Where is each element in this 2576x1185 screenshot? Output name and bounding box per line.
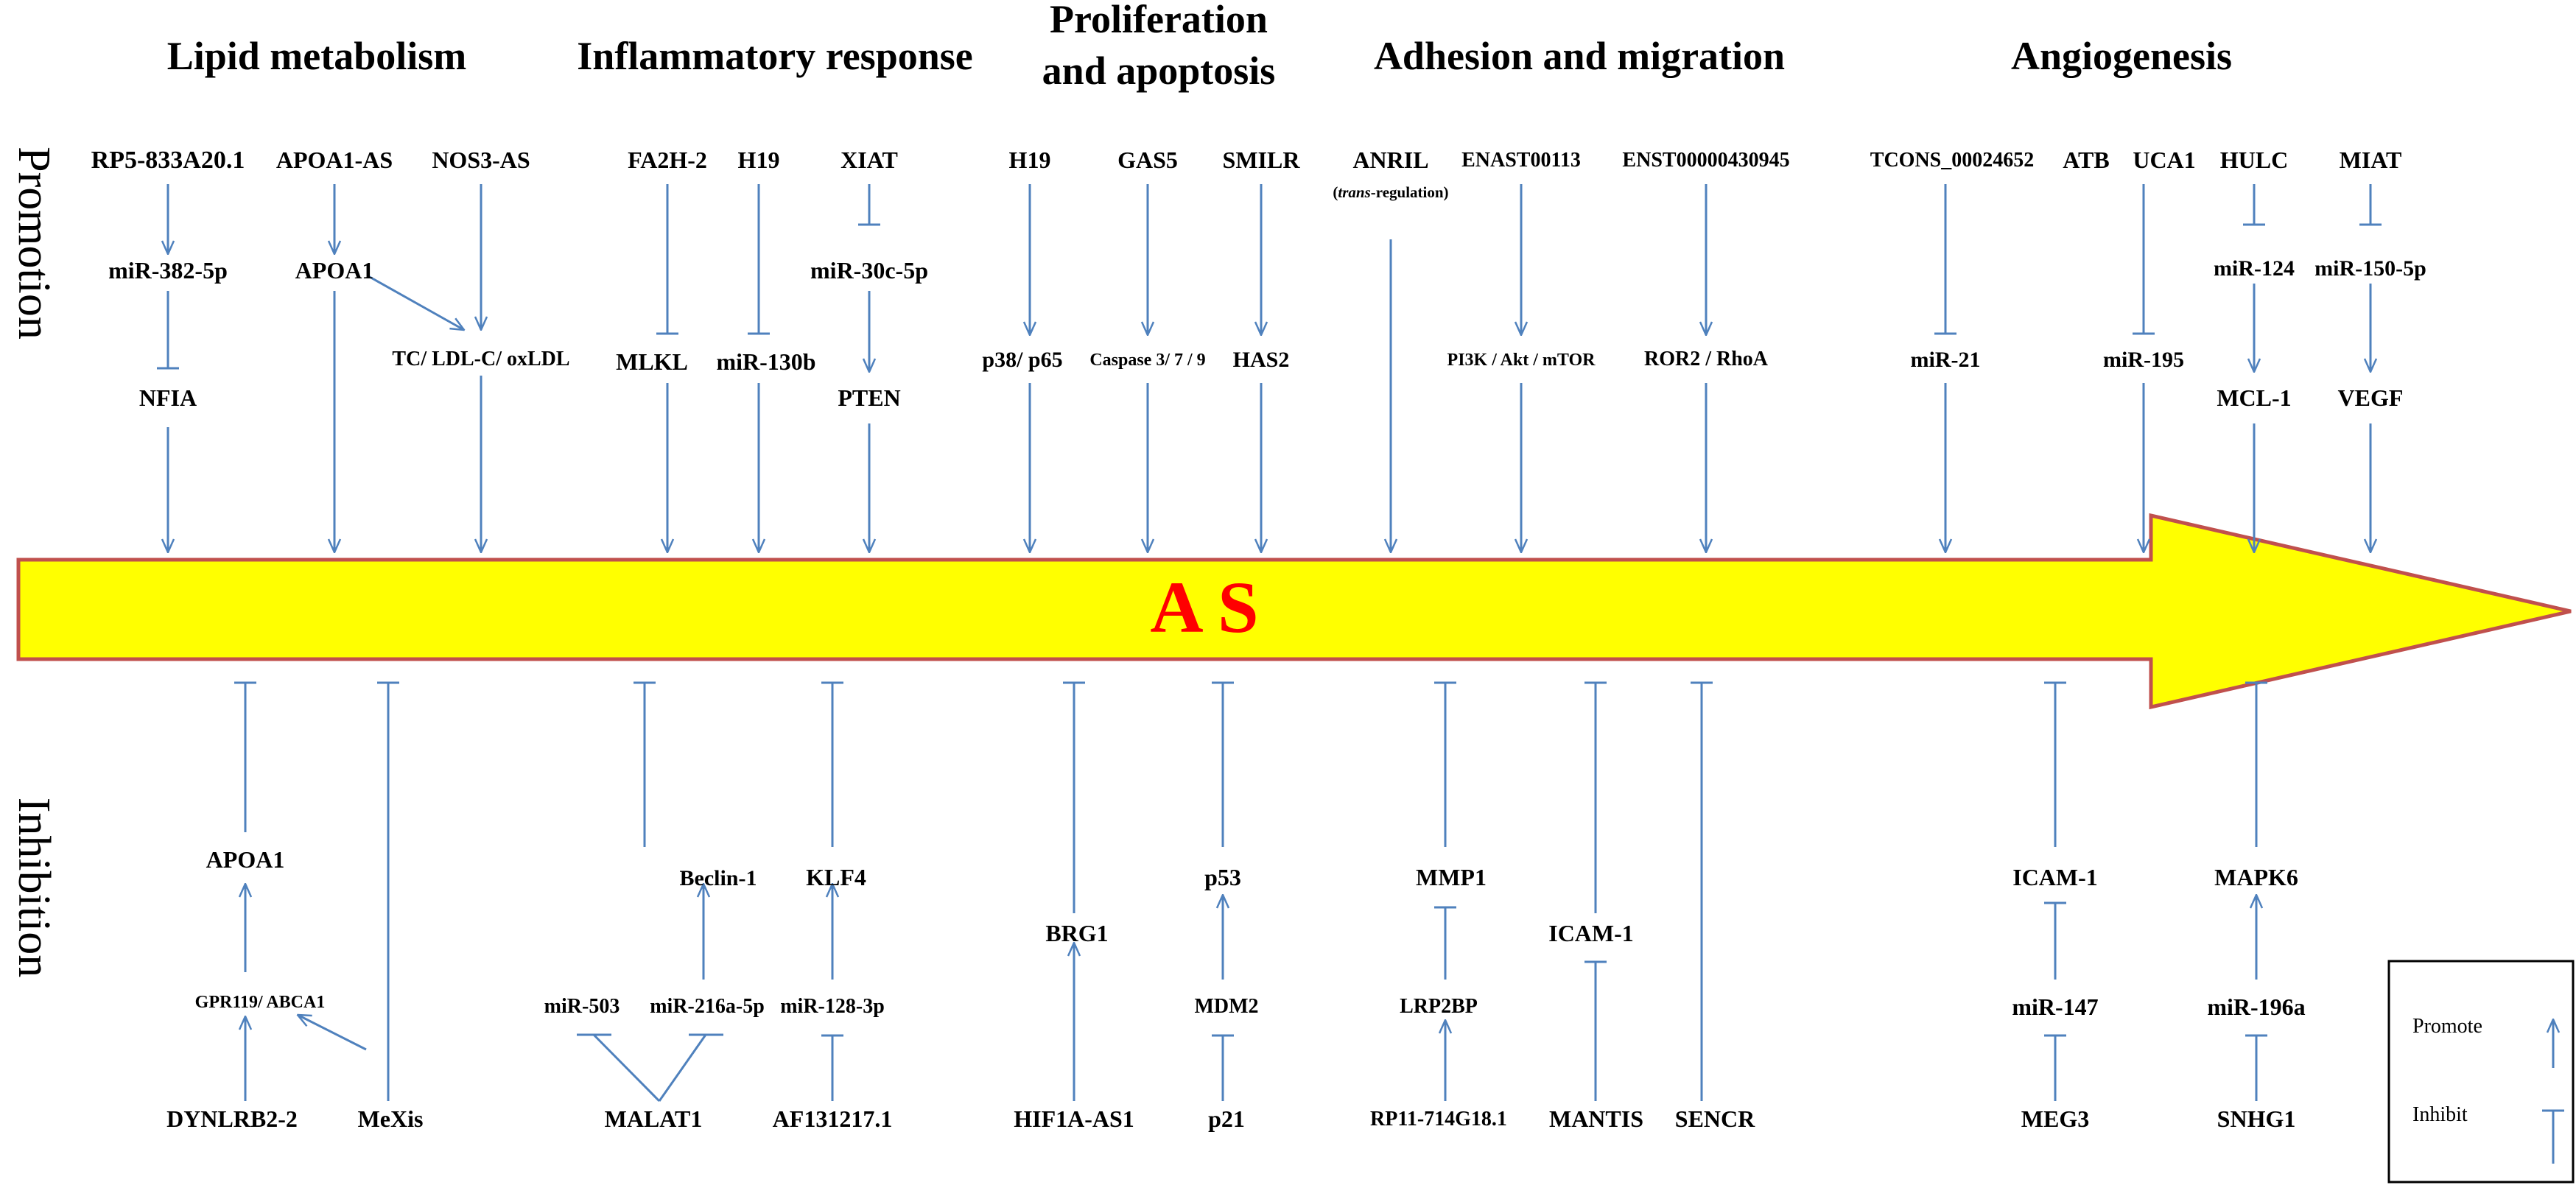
node-gas5: GAS5 (1117, 147, 1178, 173)
node-fa2h-2: FA2H-2 (628, 147, 707, 173)
node-p21: p21 (1208, 1105, 1245, 1132)
node-mantis: MANTIS (1549, 1105, 1643, 1132)
node-snhg1: SNHG1 (2217, 1105, 2296, 1132)
node-apoa1-as: APOA1-AS (276, 147, 393, 173)
node-enast00113: ENAST00113 (1461, 149, 1581, 172)
node-xiat: XIAT (840, 147, 898, 173)
legend-promote-label: Promote (2412, 1015, 2482, 1038)
header-lipid-metabolism: Lipid metabolism (167, 34, 467, 78)
node-caspase-3-7-9: Caspase 3/ 7 / 9 (1089, 351, 1205, 370)
node-smilr: SMILR (1223, 147, 1301, 173)
node-tc-ldl-oxldl: TC/ LDL-C/ oxLDL (392, 348, 569, 370)
node-rp11-714g18-1: RP11-714G18.1 (1370, 1108, 1507, 1131)
as-central-arrow (16, 513, 2572, 710)
edge-malat1-to-mir503 (592, 1033, 661, 1103)
node-mir-147: miR-147 (2012, 994, 2098, 1020)
node-ror2-rhoa: ROR2 / RhoA (1644, 348, 1769, 370)
node-pten: PTEN (838, 384, 900, 411)
node-malat1: MALAT1 (605, 1105, 703, 1132)
node-af131217-1: AF131217.1 (773, 1105, 893, 1132)
node-miat: MIAT (2340, 147, 2402, 173)
inhibition-edges (234, 681, 2267, 1103)
inhibition-nodes: APOA1 GPR119/ ABCA1 DYNLRB2-2 MeXis Becl… (166, 846, 2306, 1132)
node-icam-1-adhesion: ICAM-1 (1548, 920, 1634, 946)
node-pi3k-akt-mtor: PI3K / Akt / mTOR (1447, 351, 1596, 370)
node-mcl-1: MCL-1 (2217, 384, 2291, 411)
node-hif1a-as1: HIF1A-AS1 (1014, 1105, 1134, 1132)
header-adhesion-migration: Adhesion and migration (1374, 34, 1785, 78)
node-mmp1: MMP1 (1416, 864, 1487, 890)
category-headers: Lipid metabolism Inflammatory response P… (167, 0, 2232, 93)
node-nfia: NFIA (139, 384, 197, 411)
node-has2: HAS2 (1233, 348, 1290, 372)
node-rp5-833a20-1: RP5-833A20.1 (91, 147, 245, 174)
node-gpr119-abca1: GPR119/ ABCA1 (195, 993, 326, 1012)
node-apoa1-inhibition: APOA1 (206, 846, 285, 873)
legend-inhibit-label: Inhibit (2412, 1103, 2468, 1126)
edge-apoa1-to-tc-ldl (368, 275, 464, 330)
node-p38-p65: p38/ p65 (982, 348, 1062, 372)
header-proliferation: Proliferation (1050, 0, 1268, 41)
anril-note-rest: -regulation) (1371, 183, 1449, 201)
as-label: A S (1150, 566, 1258, 648)
node-atb: ATB (2063, 147, 2109, 173)
side-label-inhibition: Inhibition (9, 798, 59, 978)
node-mir-195: miR-195 (2103, 348, 2184, 372)
node-klf4: KLF4 (806, 864, 866, 890)
header-inflammatory-response: Inflammatory response (577, 34, 972, 78)
legend: Promote Inhibit (2387, 960, 2575, 1184)
header-and-apoptosis: and apoptosis (1042, 49, 1276, 93)
node-mlkl: MLKL (616, 348, 688, 375)
node-meg3: MEG3 (2021, 1105, 2089, 1132)
node-anril: ANRIL (1352, 147, 1428, 173)
node-lrp2bp: LRP2BP (1400, 995, 1478, 1018)
node-mapk6: MAPK6 (2214, 864, 2298, 890)
node-hulc: HULC (2220, 147, 2288, 173)
node-mir-503: miR-503 (544, 995, 620, 1018)
node-mir-216a-5p: miR-216a-5p (650, 995, 765, 1018)
node-vegf: VEGF (2338, 384, 2404, 411)
anril-note-italic: trans (1338, 183, 1370, 201)
header-angiogenesis: Angiogenesis (2011, 34, 2232, 78)
legend-box (2387, 960, 2575, 1184)
node-icam-1-angiogenesis: ICAM-1 (2012, 864, 2098, 890)
node-mdm2: MDM2 (1194, 995, 1258, 1018)
node-tcons-00024652: TCONS_00024652 (1870, 149, 2034, 172)
node-mir-30c-5p: miR-30c-5p (810, 257, 928, 284)
node-brg1: BRG1 (1045, 920, 1108, 946)
node-enst00000430945: ENST00000430945 (1622, 149, 1789, 172)
node-mir-196a: miR-196a (2207, 994, 2305, 1020)
node-beclin-1: Beclin-1 (680, 866, 757, 890)
node-h19-proliferation: H19 (1009, 147, 1051, 173)
node-dynlrb2-2: DYNLRB2-2 (166, 1105, 298, 1132)
node-sencr: SENCR (1675, 1105, 1755, 1132)
node-h19-inflammatory: H19 (738, 147, 780, 173)
promotion-nodes: RP5-833A20.1 miR-382-5p NFIA APOA1-AS AP… (91, 147, 2426, 411)
node-mir-124: miR-124 (2214, 256, 2295, 281)
node-nos3-as: NOS3-AS (432, 147, 530, 173)
side-label-promotion: Promotion (9, 147, 59, 340)
edge-mexis-to-gpr119 (298, 1015, 367, 1051)
promotion-edges (157, 184, 2382, 552)
node-uca1: UCA1 (2133, 147, 2195, 173)
edge-malat1-to-mir216 (658, 1034, 707, 1102)
node-mexis: MeXis (358, 1105, 424, 1132)
node-mir-382-5p: miR-382-5p (108, 257, 228, 284)
node-mir-150-5p: miR-150-5p (2314, 256, 2426, 281)
node-anril-trans-regulation: (trans-regulation) (1333, 183, 1448, 201)
node-mir-21: miR-21 (1911, 348, 1981, 372)
node-mir-128-3p: miR-128-3p (780, 995, 885, 1018)
node-p53: p53 (1204, 864, 1241, 890)
node-apoa1-promotion: APOA1 (295, 257, 374, 284)
node-mir-130b: miR-130b (716, 348, 815, 375)
